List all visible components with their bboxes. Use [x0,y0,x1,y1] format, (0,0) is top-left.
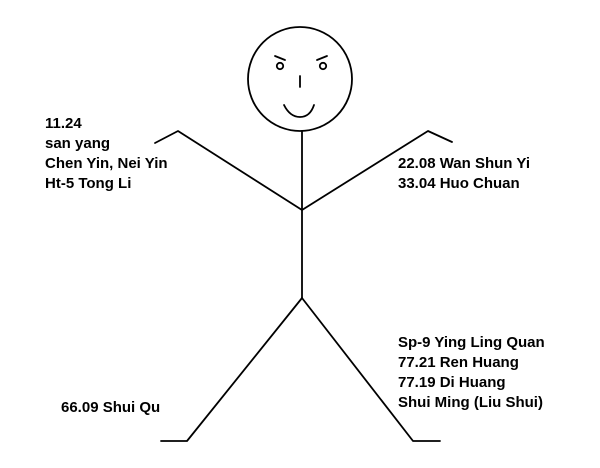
left-arm-label-line-2: san yang [45,135,111,152]
left-leg-line [160,297,303,442]
right-leg-label-line-2: 77.21 Ren Huang [398,354,519,371]
left-eye-icon [275,61,285,71]
right-arm-label-line-1: 22.08 Wan Shun Yi [398,155,530,172]
right-leg-label-line-1: Sp-9 Ying Ling Quan [398,334,545,351]
smile-icon [283,104,315,118]
right-leg-label: Sp-9 Ying Ling Quan 77.21 Ren Huang 77.1… [398,333,545,413]
right-leg-label-line-4: Shui Ming (Liu Shui) [398,394,543,411]
right-arm-label-line-2: 33.04 Huo Chuan [398,175,520,192]
right-leg-line [301,297,441,442]
right-eyebrow-icon [316,55,328,61]
left-arm-line [154,130,303,211]
left-arm-label-line-4: Ht-5 Tong Li [45,175,132,192]
head-circle [247,26,353,132]
left-arm-label-line-3: Chen Yin, Nei Yin [45,155,168,172]
right-leg-label-line-3: 77.19 Di Huang [398,374,506,391]
left-eyebrow-icon [274,55,286,61]
left-arm-label-line-1: 11.24 [45,115,82,132]
left-leg-label: 66.09 Shui Qu [61,398,160,418]
left-arm-label: 11.24 san yang Chen Yin, Nei Yin Ht-5 To… [45,114,168,194]
right-arm-label: 22.08 Wan Shun Yi 33.04 Huo Chuan [398,154,530,194]
left-leg-label-line-1: 66.09 Shui Qu [61,399,161,416]
right-arm-line [301,130,453,211]
right-eye-icon [318,61,328,71]
